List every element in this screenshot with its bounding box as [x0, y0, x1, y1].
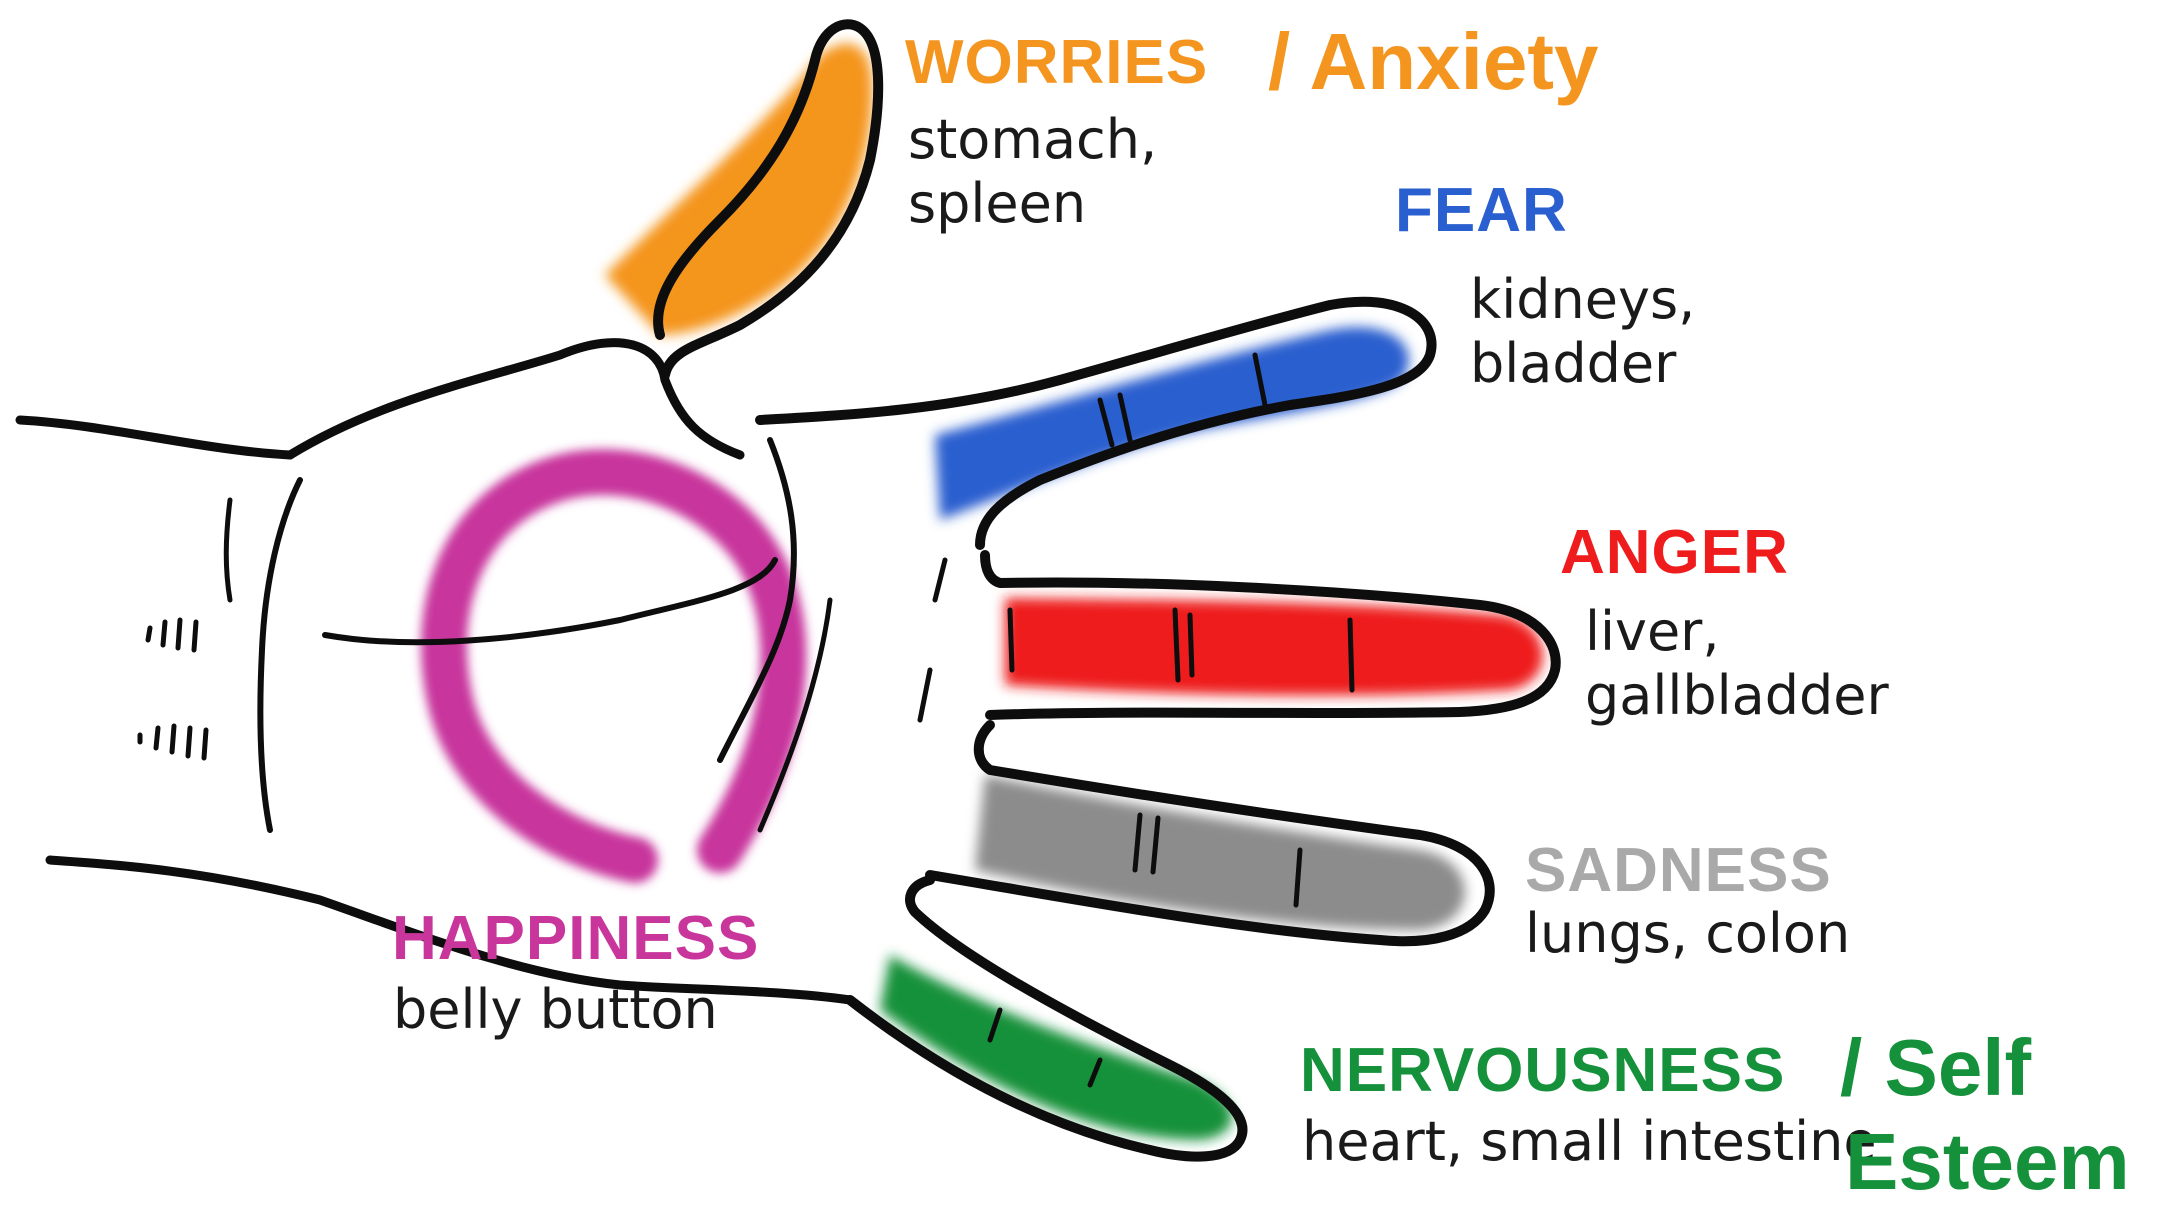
sadness-organs: lungs, colon [1525, 902, 1850, 966]
middle-finger-color-fill [1005, 598, 1543, 695]
happiness-organs: belly button [393, 978, 718, 1042]
thumb-color-fill [605, 44, 872, 335]
organ-line: stomach, [908, 108, 1157, 172]
organ-line: liver, [1585, 600, 1889, 664]
fear-organs: kidneys, bladder [1470, 268, 1695, 396]
nervousness-organs: heart, small intestine [1302, 1110, 1877, 1174]
self-label: / Self [1840, 1028, 2031, 1108]
happiness-ring [444, 472, 783, 860]
nervousness-label: NERVOUSNESS [1300, 1040, 1785, 1102]
organ-line: belly button [393, 978, 718, 1042]
happiness-label: HAPPINESS [392, 908, 759, 970]
sadness-label: SADNESS [1525, 840, 1832, 902]
organ-line: gallbladder [1585, 664, 1889, 728]
organ-line: heart, small intestine [1302, 1110, 1877, 1174]
anger-label: ANGER [1560, 522, 1789, 584]
index-finger-color-fill [935, 327, 1409, 520]
esteem-label: Esteem [1845, 1122, 2130, 1202]
organ-line: spleen [908, 172, 1157, 236]
anger-organs: liver, gallbladder [1585, 600, 1889, 728]
worries-organs: stomach, spleen [908, 108, 1157, 236]
organ-line: lungs, colon [1525, 902, 1850, 966]
pinky-finger-color-fill [880, 955, 1232, 1140]
anxiety-label: / Anxiety [1268, 22, 1598, 102]
fear-label: FEAR [1395, 180, 1568, 242]
worries-label: WORRIES [905, 32, 1208, 94]
ring-finger-color-fill [975, 775, 1465, 930]
organ-line: kidneys, [1470, 268, 1695, 332]
organ-line: bladder [1470, 332, 1695, 396]
